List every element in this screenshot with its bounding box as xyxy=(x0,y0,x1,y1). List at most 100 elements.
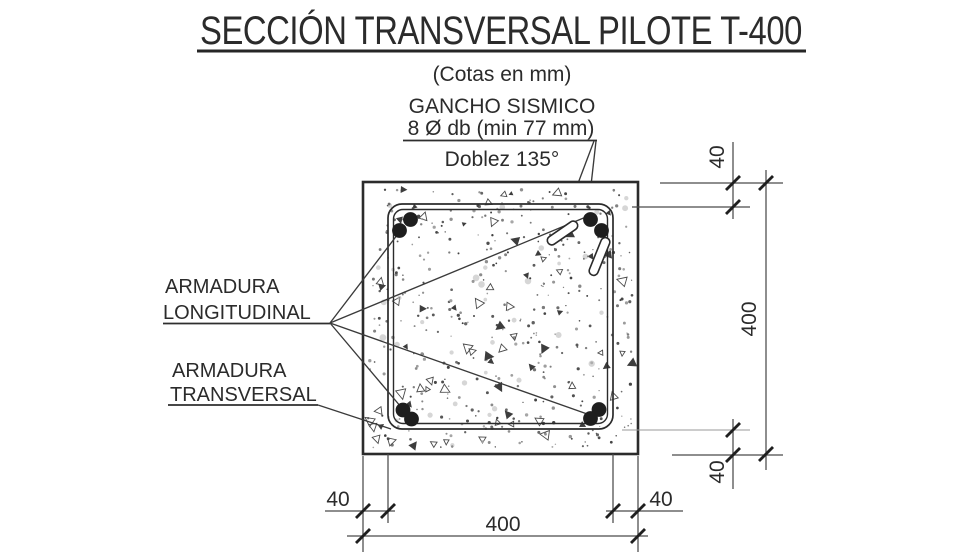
stipple-dot xyxy=(455,360,458,364)
stipple-dot xyxy=(540,284,543,287)
stipple-dot xyxy=(490,403,494,407)
stipple-aggregate xyxy=(461,222,467,227)
stipple-dot xyxy=(431,313,435,317)
stipple-dot xyxy=(581,400,584,403)
stipple-dot xyxy=(532,332,535,335)
stipple-dot xyxy=(567,292,570,295)
stipple-dot xyxy=(551,445,554,448)
stipple-dot xyxy=(560,351,564,355)
stipple-dot xyxy=(554,248,557,252)
stipple-dot xyxy=(484,214,487,217)
stipple-dot xyxy=(377,316,381,320)
stipple-aggregate xyxy=(394,388,407,401)
stipple-dot xyxy=(421,218,424,221)
rebar-top-left xyxy=(392,223,407,238)
stipple-dot xyxy=(485,391,489,395)
stipple-dot xyxy=(501,425,504,428)
stipple-dot xyxy=(451,193,454,196)
stipple-blob xyxy=(599,310,604,315)
stipple-dot xyxy=(448,237,452,241)
stipple-blob xyxy=(491,406,498,412)
stipple-dot xyxy=(449,217,453,221)
stipple-dot xyxy=(432,225,436,229)
bottom-dimension-chain: 40 400 40 xyxy=(325,454,683,552)
stipple-dot xyxy=(630,418,632,420)
stipple-dot xyxy=(602,261,606,265)
stipple-dot xyxy=(613,290,617,294)
stipple-dot xyxy=(571,394,575,398)
stipple-dot xyxy=(626,335,630,339)
stipple-dot xyxy=(524,413,529,417)
stipple-dot xyxy=(503,303,506,306)
stipple-dot xyxy=(592,375,594,378)
stipple-dot xyxy=(568,380,571,383)
stipple-dot xyxy=(425,329,428,332)
transversal-label-line2: TRANSVERSAL xyxy=(170,384,317,406)
stipple-blob xyxy=(588,360,595,367)
stipple-dot xyxy=(568,434,572,439)
dimension-tick xyxy=(725,422,741,438)
stipple-aggregate xyxy=(478,436,487,444)
stipple-dot xyxy=(445,432,448,435)
stipple-dot xyxy=(617,274,621,278)
stipple-dot xyxy=(494,240,496,242)
stipple-dot xyxy=(440,446,442,448)
dimension-tick xyxy=(630,528,646,544)
stipple-dot xyxy=(575,343,579,347)
stipple-dot xyxy=(492,263,495,267)
stipple-dot xyxy=(557,255,561,258)
dim-right-top-label: 40 xyxy=(706,145,729,168)
stipple-dot xyxy=(411,207,414,210)
seismic-hooks xyxy=(546,220,611,277)
stipple-dot xyxy=(529,221,532,224)
stipple-dot xyxy=(521,440,523,443)
stipple-dot xyxy=(565,304,567,307)
stipple-dot xyxy=(479,273,483,277)
dimension-tick xyxy=(758,175,774,191)
stipple-dot xyxy=(530,336,533,339)
stipple-aggregate xyxy=(615,276,628,288)
stipple-dot xyxy=(566,311,569,314)
stipple-aggregate xyxy=(609,390,620,401)
stipple-dot xyxy=(512,417,515,420)
stipple-aggregate xyxy=(541,343,550,354)
stipple-aggregate xyxy=(386,437,398,447)
stipple-dot xyxy=(387,202,391,206)
page-title: SECCIÓN TRANSVERSAL PILOTE T-400 xyxy=(200,8,802,53)
stipple-dot xyxy=(556,306,560,310)
stipple-dot xyxy=(401,293,404,296)
stipple-blob xyxy=(449,350,454,355)
stipple-dot xyxy=(535,332,538,334)
stipple-dot xyxy=(622,321,626,325)
stipple-dot xyxy=(548,191,551,193)
right-dimension-chain: 40 400 40 xyxy=(622,142,783,489)
stipple-dot xyxy=(373,361,376,363)
stipple-dot xyxy=(553,385,557,389)
stipple-dot xyxy=(368,359,372,363)
stipple-dot xyxy=(421,407,424,411)
longitudinal-leader-top-left xyxy=(329,229,402,324)
stipple-dot xyxy=(542,400,545,403)
stipple-dot xyxy=(505,408,508,412)
stipple-dot xyxy=(472,357,475,359)
stipple-dot xyxy=(386,204,389,207)
stipple-aggregate xyxy=(367,422,378,433)
stipple-dot xyxy=(461,322,464,325)
stipple-dot xyxy=(419,223,423,226)
stipple-dot xyxy=(432,190,435,193)
stipple-dot xyxy=(579,404,582,407)
dimension-tick xyxy=(758,446,774,462)
stipple-dot xyxy=(586,294,589,297)
stipple-dot xyxy=(396,425,400,428)
gancho-label-line1: GANCHO SISMICO xyxy=(409,95,596,118)
stipple-dot xyxy=(510,374,514,377)
dimension-tick xyxy=(355,503,371,519)
stipple-dot xyxy=(547,294,549,296)
stipple-dot xyxy=(464,322,468,326)
stipple-dot xyxy=(630,293,634,297)
stipple-dot xyxy=(584,441,586,443)
stipple-dot xyxy=(535,334,538,336)
stipple-aggregate xyxy=(484,350,495,361)
stipple-dot xyxy=(532,368,537,372)
stipple-dot xyxy=(574,327,579,331)
